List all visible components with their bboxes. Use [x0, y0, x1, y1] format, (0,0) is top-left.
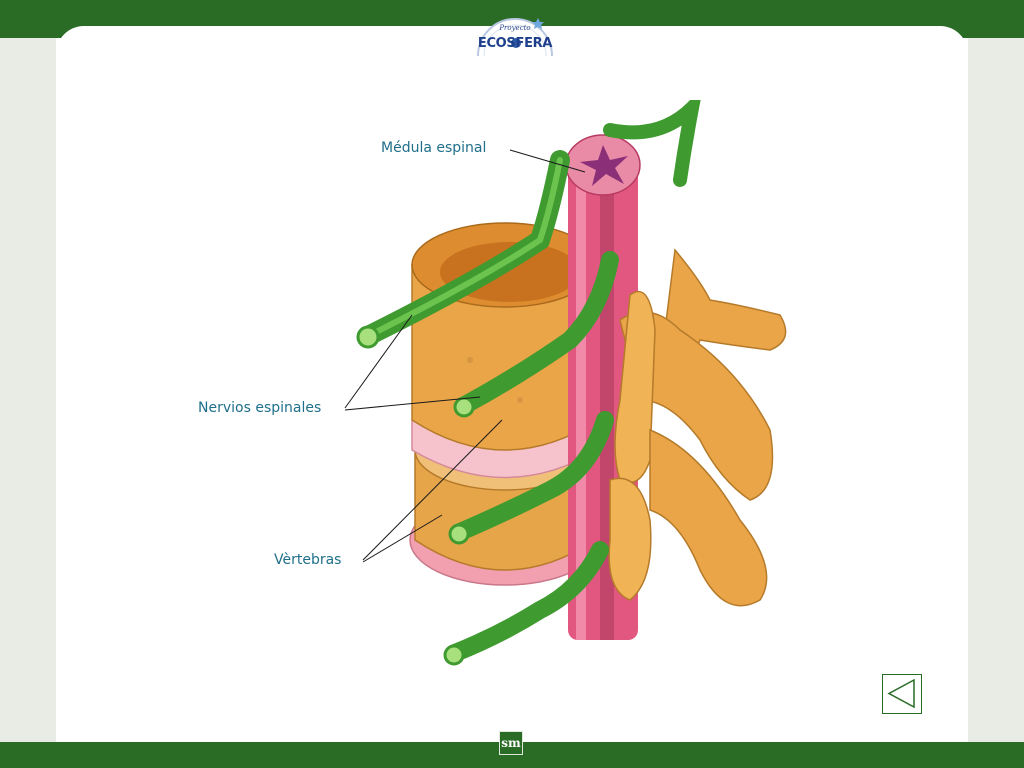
label-medula-espinal: Médula espinal: [381, 140, 487, 156]
back-button[interactable]: [882, 674, 922, 714]
leader-lines: [344, 149, 586, 563]
triangle-left-icon: [887, 678, 915, 709]
logo-small-text: Proyecto: [499, 24, 531, 32]
label-nervios-espinales: Nervios espinales: [198, 400, 322, 416]
spine-diagram: [344, 87, 787, 666]
label-vertebras: Vèrtebras: [274, 552, 342, 568]
left-side-margin: [0, 38, 56, 742]
vertebral-processes: [608, 248, 787, 607]
right-side-margin: [968, 38, 1024, 742]
logo-main-text: ECOSFERA: [477, 36, 553, 51]
sm-publisher-badge: sm: [499, 731, 523, 755]
ecosfera-logo: Proyecto ECOSFERA: [470, 10, 560, 58]
spine-illustration: [180, 87, 820, 680]
spinal-nerves: [356, 87, 704, 666]
logo-arc-icon: [477, 18, 553, 57]
